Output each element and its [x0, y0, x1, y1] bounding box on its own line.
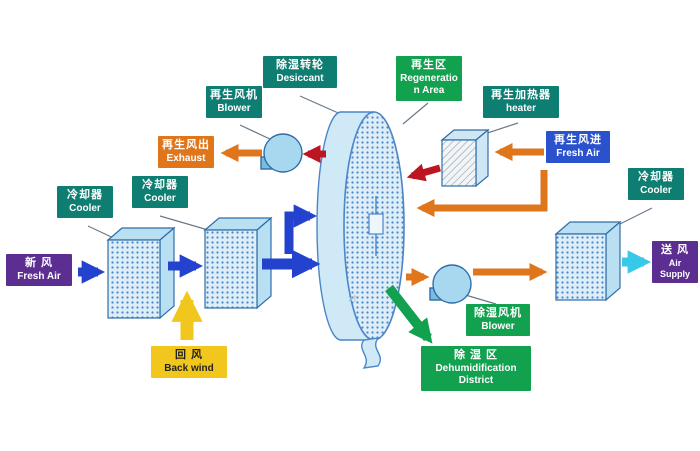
label-back-wind: 回 风 Back wind	[151, 346, 227, 379]
label-exhaust-en: Exhaust	[166, 152, 206, 164]
cooler-unit-right	[554, 220, 622, 302]
arrow-regen-inlet-to-wheel	[416, 170, 548, 218]
label-cooler-left-1: 冷却器 Cooler	[57, 186, 113, 219]
regen-blower-fan	[260, 133, 303, 173]
label-regen-heater-zh: 再生加热器	[491, 89, 551, 101]
label-connector-lines	[87, 95, 653, 305]
label-regen-area: 再生区 Regeneration Area	[396, 56, 462, 101]
label-regen-fresh-air: 再生风进 Fresh Air	[546, 131, 610, 164]
label-regen-heater: 再生加热器 heater	[483, 86, 559, 119]
label-regen-fresh-air-zh: 再生风进	[554, 134, 602, 146]
label-cooler-left-2: 冷却器 Cooler	[132, 176, 188, 209]
label-air-supply: 送 风 Air Supply	[652, 241, 698, 284]
desiccant-wheel	[316, 111, 405, 341]
label-regen-area-en: Regeneration Area	[400, 72, 458, 97]
label-dehumid-district: 除 湿 区 Dehumidification District	[421, 346, 531, 391]
connector-regen-blower	[239, 124, 273, 141]
wheel-sheet-ribbon	[361, 337, 381, 369]
label-desiccant: 除湿转轮 Desiccant	[263, 56, 337, 89]
label-dehumid-district-en: Dehumidification District	[435, 362, 517, 387]
label-cooler-left-1-en: Cooler	[69, 202, 101, 214]
watermark-text: xt	[348, 293, 357, 305]
label-air-supply-zh: 送 风	[660, 244, 690, 256]
label-exhaust-zh: 再生风出	[162, 139, 210, 151]
cooler-unit-2	[203, 216, 273, 310]
label-cooler-left-2-zh: 冷却器	[142, 179, 178, 191]
label-cooler-left-1-zh: 冷却器	[67, 189, 103, 201]
airflow-arrows	[78, 142, 652, 344]
label-cooler-right: 冷却器 Cooler	[628, 168, 684, 201]
label-fresh-air-en: Fresh Air	[17, 270, 61, 282]
label-regen-blower-en: Blower	[217, 102, 251, 114]
label-cooler-right-en: Cooler	[640, 184, 672, 196]
dehumid-blower-fan	[429, 264, 472, 304]
label-desiccant-zh: 除湿转轮	[276, 59, 324, 71]
label-regen-heater-en: heater	[505, 102, 536, 114]
heater-unit	[440, 128, 490, 188]
label-fresh-air-zh: 新 风	[24, 257, 54, 269]
label-cooler-right-zh: 冷却器	[638, 171, 674, 183]
label-regen-blower-zh: 再生风机	[210, 89, 258, 101]
wheel-hub	[368, 213, 384, 235]
label-regen-fresh-air-en: Fresh Air	[556, 147, 600, 159]
arrow-cooler2-to-wheel-upper	[284, 204, 318, 254]
label-back-wind-en: Back wind	[164, 362, 214, 374]
arrow-heater-to-wheel	[406, 163, 441, 182]
connector-regen-area	[402, 102, 429, 125]
label-dehumid-blower: 除湿风机 Blower	[466, 304, 530, 337]
label-air-supply-en: Air Supply	[659, 257, 690, 279]
label-regen-area-zh: 再生区	[411, 59, 447, 71]
label-dehumid-blower-en: Blower	[481, 320, 515, 332]
cooler-unit-1	[106, 226, 176, 320]
label-back-wind-zh: 回 风	[174, 349, 204, 361]
label-regen-blower: 再生风机 Blower	[206, 86, 262, 119]
arrow-wheel-to-district-label	[385, 284, 433, 344]
label-dehumid-blower-zh: 除湿风机	[474, 307, 522, 319]
label-desiccant-en: Desiccant	[276, 72, 324, 84]
label-cooler-left-2-en: Cooler	[144, 192, 176, 204]
label-fresh-air: 新 风 Fresh Air	[6, 254, 72, 287]
label-exhaust: 再生风出 Exhaust	[158, 136, 214, 169]
label-dehumid-district-zh: 除 湿 区	[453, 349, 499, 361]
